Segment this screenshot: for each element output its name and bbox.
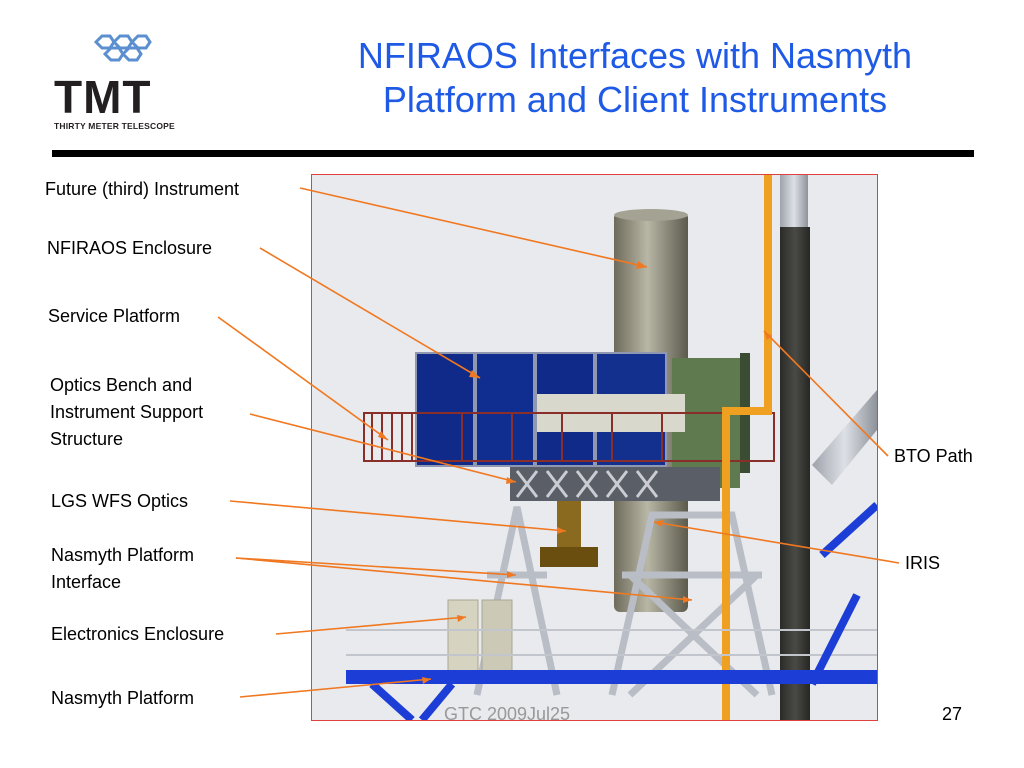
label-optics-bench: Optics Bench and Instrument Support Stru… — [50, 372, 203, 453]
hexagon-logo-icon — [93, 34, 152, 62]
tmt-logo: TMT THIRTY METER TELESCOPE — [48, 30, 198, 140]
label-lgs-wfs-optics: LGS WFS Optics — [51, 491, 189, 511]
label-electronics-enclosure: Electronics Enclosure — [51, 624, 225, 644]
label-nasmyth-platform-interface: Nasmyth Platform Interface — [51, 542, 194, 596]
title-line-1: NFIRAOS Interfaces with Nasmyth — [357, 35, 913, 76]
title-divider — [52, 150, 974, 157]
label-optics-bench-line-1: Optics Bench and — [50, 375, 193, 395]
label-future-instrument: Future (third) Instrument — [45, 179, 240, 199]
title-line-2: Platform and Client Instruments — [382, 79, 888, 120]
logo-subtitle: THIRTY METER TELESCOPE — [54, 121, 175, 131]
logo-wordmark: TMT — [54, 71, 152, 123]
slide-title: NFIRAOS Interfaces with Nasmyth Platform… — [300, 34, 970, 122]
footer-text: GTC 2009Jul25 — [444, 704, 571, 724]
label-iris: IRIS — [905, 553, 941, 573]
label-nasmyth-interface-line-2: Interface — [51, 572, 122, 592]
label-service-platform: Service Platform — [48, 306, 181, 326]
label-bto-path: BTO Path — [894, 446, 973, 466]
label-optics-bench-line-3: Structure — [50, 429, 124, 449]
label-nfiraos-enclosure: NFIRAOS Enclosure — [47, 238, 213, 258]
page-number: 27 — [942, 704, 963, 724]
label-nasmyth-platform: Nasmyth Platform — [51, 688, 195, 708]
nfiraos-render-image — [311, 174, 878, 721]
label-optics-bench-line-2: Instrument Support — [50, 402, 204, 422]
label-nasmyth-interface-line-1: Nasmyth Platform — [51, 545, 195, 565]
